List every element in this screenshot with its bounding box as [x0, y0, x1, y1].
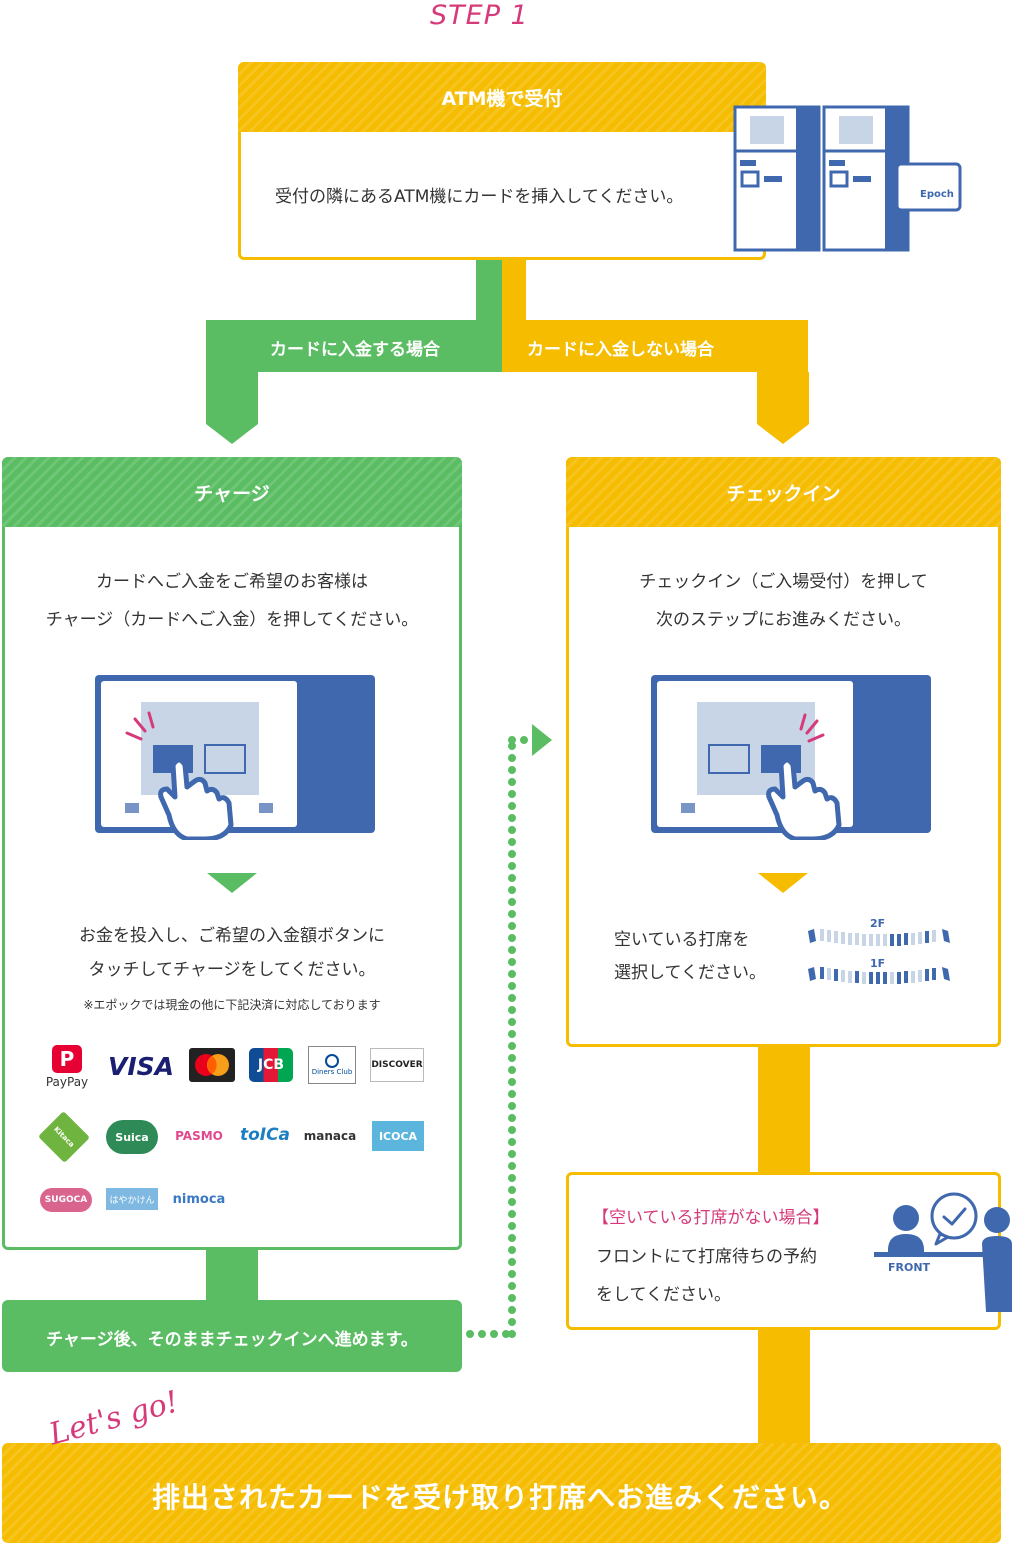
checkin-triangle-down	[758, 873, 808, 893]
charge-step2-line2: タッチしてチャージをしてください。	[88, 960, 376, 980]
payment-logo-pasmo: PASMO	[175, 1129, 223, 1143]
charge-header: チャージ	[2, 457, 462, 527]
checkin-seat-line2: 選択してください。	[614, 963, 766, 983]
charge-title: チャージ	[194, 482, 270, 505]
branch-no-deposit-label: カードに入金しない場合	[527, 340, 714, 360]
checkin-seat-line1: 空いている打席を	[614, 930, 750, 950]
arrow-down-green	[206, 372, 258, 444]
payment-logo-mastercard	[189, 1048, 235, 1082]
final-bar	[2, 1443, 1001, 1543]
payment-logo-suica: Suica	[106, 1120, 158, 1154]
customer-icon	[984, 1207, 1010, 1233]
charge-note: ※エポックでは現金の他に下記決済に対応しております	[83, 998, 381, 1012]
charge-line2: チャージ（カードへご入金）を押してください。	[45, 610, 419, 630]
checkin-header: チェックイン	[566, 457, 1001, 527]
payment-logo-diners: Diners Club	[308, 1046, 356, 1084]
arrow-right-icon	[532, 724, 552, 756]
connector-green-bottom	[206, 1250, 258, 1302]
step-label: STEP 1	[430, 0, 529, 31]
charge-screen-illustration	[95, 675, 375, 840]
check-bubble-icon	[930, 1192, 978, 1240]
charge-box	[2, 457, 462, 1250]
charge-after-text: チャージ後、そのままチェックインへ進めます。	[46, 1330, 418, 1350]
floor-2f-seats	[808, 929, 950, 946]
no-seat-line2: をしてください。	[596, 1285, 731, 1305]
charge-after-box	[2, 1300, 462, 1372]
connector-yellow-mid	[758, 1047, 810, 1173]
card-brand: Epoch	[920, 189, 954, 200]
payment-logo-toica: toICa	[239, 1125, 291, 1145]
arrow-down-yellow	[757, 372, 809, 444]
checkin-screen-illustration	[651, 675, 931, 840]
payment-logo-icoca: ICOCA	[372, 1121, 424, 1151]
payment-logo-hayakaken: はやかけん	[106, 1188, 158, 1210]
front-desk-counter	[874, 1252, 986, 1257]
checkin-line1: チェックイン（ご入場受付）を押して	[639, 572, 928, 592]
front-desk-illustration	[874, 1192, 1012, 1312]
payment-logo-paypay: P PayPay	[45, 1045, 89, 1089]
front-label: FRONT	[888, 1261, 931, 1274]
payment-logo-sugoca: SUGOCA	[40, 1188, 92, 1212]
payment-logo-discover: DISCOVER	[370, 1048, 424, 1082]
floor-seats-illustration	[808, 929, 950, 984]
floor-1f-seats	[808, 967, 950, 984]
atm-header: ATM機で受付	[238, 62, 766, 132]
checkin-line2: 次のステップにお進みください。	[656, 610, 911, 630]
payment-logo-nimoca: nimoca	[172, 1191, 226, 1207]
atm-machine-right	[822, 105, 910, 252]
atm-machine-left	[733, 105, 821, 252]
floor-1f-label: 1F	[870, 957, 886, 970]
card-icon	[895, 162, 962, 212]
floor-2f-label: 2F	[870, 917, 886, 930]
branch-deposit	[206, 320, 502, 372]
branch-deposit-label: カードに入金する場合	[270, 340, 440, 360]
dotted-connector	[466, 724, 552, 1338]
hand-pointer-icon	[766, 757, 842, 840]
charge-triangle-down	[207, 873, 257, 893]
staff-icon	[893, 1205, 919, 1231]
connector-yellow-bottom	[758, 1330, 810, 1445]
charge-step2-line1: お金を投入し、ご希望の入金額ボタンに	[79, 926, 385, 946]
atm-machines-illustration	[733, 105, 962, 252]
hand-pointer-icon	[158, 757, 234, 840]
atm-text: 受付の隣にあるATM機にカードを挿入してください。	[275, 187, 684, 207]
no-seat-heading: 【空いている打席がない場合】	[592, 1208, 830, 1228]
checkin-title: チェックイン	[726, 482, 841, 505]
payment-logo-jcb: JCB	[249, 1048, 293, 1082]
payment-logo-visa: VISA	[107, 1051, 174, 1081]
final-text: 排出されたカードを受け取り打席へお進みください。	[151, 1481, 848, 1514]
charge-line1: カードへご入金をご希望のお客様は	[96, 572, 368, 592]
atm-title: ATM機で受付	[441, 87, 563, 110]
no-seat-line1: フロントにて打席待ちの予約	[596, 1247, 817, 1267]
branch-no-deposit	[502, 320, 808, 372]
payment-logo-manaca: manaca	[303, 1129, 357, 1143]
